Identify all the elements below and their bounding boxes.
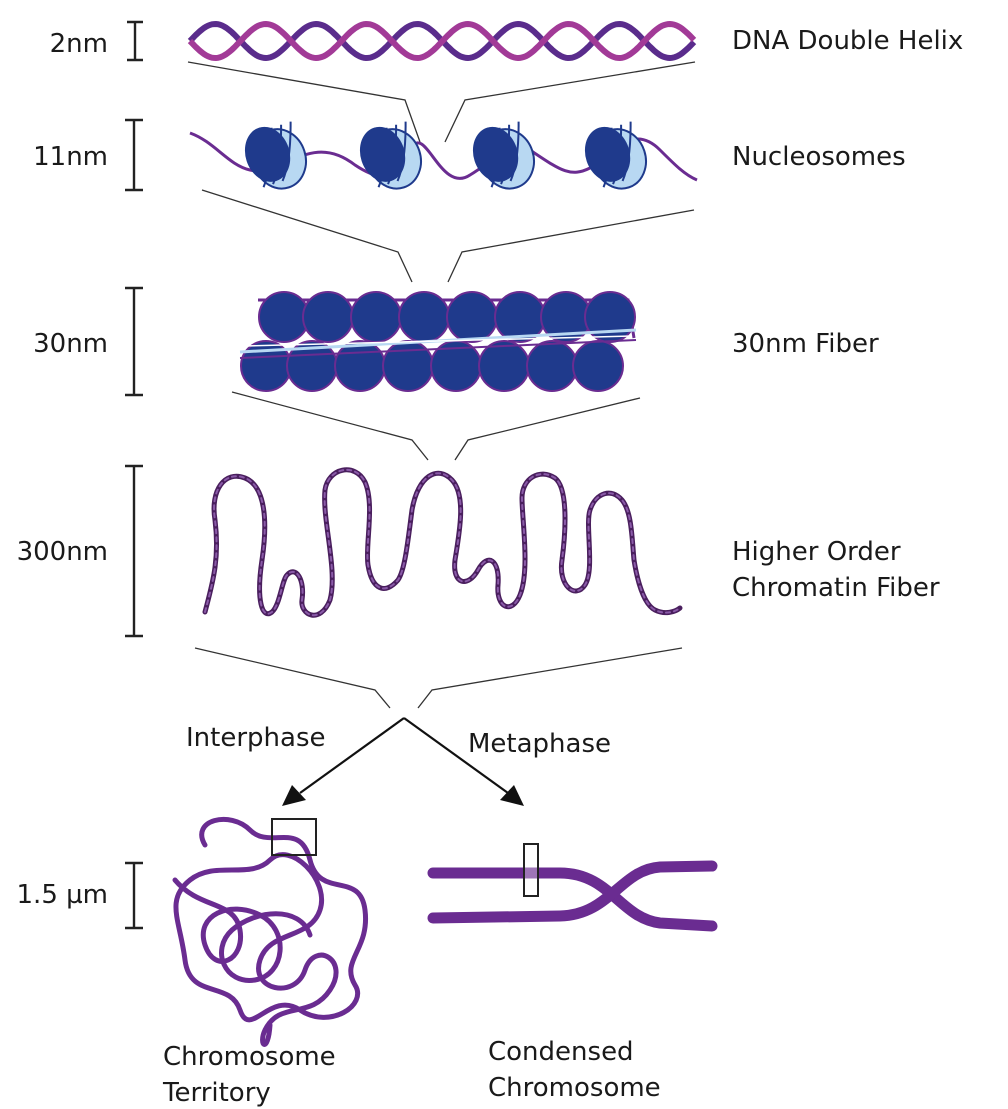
scale-label-1-5um: 1.5 µm xyxy=(17,880,108,910)
chromosome-territory xyxy=(175,819,366,1044)
scale-bar-2nm: 2nm xyxy=(50,22,143,60)
fiber-nucleosome-top-1 xyxy=(259,292,309,342)
fiber-nucleosome-top-5 xyxy=(447,292,497,342)
chromatin-loop-fiber xyxy=(205,470,680,615)
arrow-metaphase-head xyxy=(500,785,524,806)
arrow-interphase-head xyxy=(282,785,306,806)
dna-strand-front xyxy=(190,24,694,58)
label-higher-order-line1: Higher Order xyxy=(732,537,901,567)
scale-label-300nm: 300nm xyxy=(17,537,108,567)
nucleosome-1 xyxy=(238,117,314,198)
label-condensed-chromosome-line2: Chromosome xyxy=(488,1073,661,1103)
scale-bar-300nm: 300nm xyxy=(17,466,143,636)
scale-label-2nm: 2nm xyxy=(50,29,108,59)
scale-bar-30nm: 30nm xyxy=(33,288,143,395)
nucleosome-2 xyxy=(353,117,429,198)
zoom-guide-right-2 xyxy=(448,210,694,282)
dna-double-helix xyxy=(190,24,694,58)
fiber-nucleosome-top-8 xyxy=(585,292,635,342)
label-dna-double-helix: DNA Double Helix xyxy=(732,26,963,56)
higher-order-chromatin-fiber xyxy=(205,470,680,615)
zoom-guide-left-2 xyxy=(202,190,412,282)
condensed-chromosome xyxy=(433,844,712,926)
fiber-nucleosome-top-2 xyxy=(303,292,353,342)
nucleosomes xyxy=(190,117,697,198)
zoom-guide-left-4 xyxy=(195,648,390,708)
fiber-nucleosome-bottom-3 xyxy=(335,341,385,391)
nucleosome-4 xyxy=(578,117,654,198)
label-chromosome-territory-line2: Territory xyxy=(162,1078,271,1108)
fiber-nucleosome-bottom-7 xyxy=(527,341,577,391)
label-metaphase: Metaphase xyxy=(468,729,611,759)
label-30nm-fiber: 30nm Fiber xyxy=(732,329,879,359)
zoom-guide-left-3 xyxy=(232,392,428,460)
scale-label-11nm: 11nm xyxy=(33,142,108,172)
label-higher-order-line2: Chromatin Fiber xyxy=(732,573,940,603)
label-interphase: Interphase xyxy=(186,723,325,753)
territory-fiber xyxy=(175,819,366,1044)
scale-bar-1-5um: 1.5 µm xyxy=(17,863,143,928)
label-condensed-chromosome-line1: Condensed xyxy=(488,1037,634,1067)
zoom-guide-right-3 xyxy=(455,398,640,460)
label-chromosome-territory-line1: Chromosome xyxy=(163,1042,336,1072)
chromosome-zoom-box xyxy=(524,844,538,896)
fiber-nucleosome-bottom-4 xyxy=(383,341,433,391)
fiber-nucleosome-top-4 xyxy=(399,292,449,342)
scale-label-30nm: 30nm xyxy=(33,329,108,359)
fiber-nucleosome-bottom-6 xyxy=(479,341,529,391)
zoom-guide-right-4 xyxy=(418,648,682,708)
label-nucleosomes: Nucleosomes xyxy=(732,142,906,172)
fiber-nucleosome-top-3 xyxy=(351,292,401,342)
fiber-nucleosome-bottom-8 xyxy=(573,341,623,391)
nucleosome-3 xyxy=(466,117,542,198)
30nm-fiber xyxy=(240,292,636,391)
scale-bar-11nm: 11nm xyxy=(33,120,143,190)
